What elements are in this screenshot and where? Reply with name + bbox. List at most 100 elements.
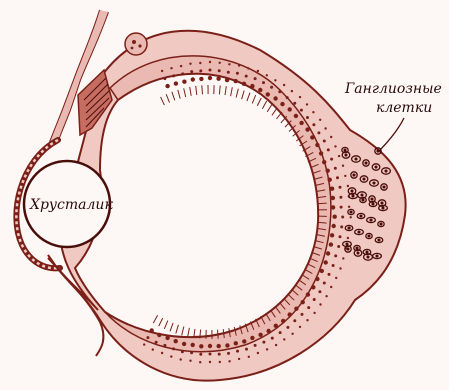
- nucleus-dot: [219, 361, 221, 363]
- nucleus-dot: [218, 353, 221, 356]
- nucleus-dot: [312, 111, 314, 113]
- nucleus-dot: [262, 341, 265, 344]
- nucleus-dot: [155, 341, 158, 344]
- nucleus-dot: [337, 245, 340, 248]
- nucleus-dot: [242, 339, 246, 343]
- nucleus-dot: [191, 343, 195, 347]
- nucleus-dot: [209, 361, 211, 363]
- nucleus-dot: [315, 277, 319, 281]
- nucleus-dot: [189, 63, 191, 65]
- nucleus-dot: [319, 119, 321, 121]
- nucleus-dot: [236, 350, 239, 353]
- ganglion-nucleus: [372, 203, 374, 205]
- nucleus-dot: [157, 333, 161, 337]
- nucleus-dot: [313, 312, 315, 314]
- nucleus-dot: [258, 88, 262, 92]
- nucleus-dot: [299, 326, 301, 328]
- nucleus-dot: [266, 348, 268, 350]
- nucleus-dot: [181, 72, 184, 75]
- nucleus-dot: [323, 140, 326, 143]
- nucleus-dot: [293, 319, 296, 322]
- nucleus-dot: [190, 351, 193, 354]
- nucleus-dot: [150, 328, 154, 332]
- ganglion-nucleus: [350, 211, 352, 213]
- ganglion-nucleus: [361, 194, 363, 196]
- nucleus-dot: [291, 333, 293, 335]
- nucleus-dot: [335, 277, 337, 279]
- leader-line: [378, 118, 404, 152]
- nucleus-dot: [250, 336, 254, 340]
- nucleus-dot: [199, 69, 202, 72]
- nucleus-dot: [242, 82, 246, 86]
- nucleus-dot: [180, 358, 182, 360]
- nucleus-dot: [227, 71, 230, 74]
- nucleus-dot: [280, 102, 284, 106]
- ganglion-nucleus: [345, 154, 347, 156]
- nucleus-dot: [266, 329, 270, 333]
- nucleus-dot: [172, 74, 175, 77]
- nucleus-dot: [161, 70, 163, 72]
- ganglion-nucleus: [375, 166, 377, 168]
- nucleus-dot: [330, 233, 334, 237]
- nucleus-dot: [344, 175, 346, 177]
- nucleus-dot: [340, 206, 343, 209]
- nucleus-dot: [350, 216, 352, 218]
- nucleus-dot: [306, 319, 308, 321]
- nucleus-dot: [174, 81, 178, 85]
- ganglion-nucleus: [362, 199, 364, 201]
- nucleus-dot: [326, 169, 330, 173]
- nucleus-dot: [347, 185, 349, 187]
- nucleus-dot: [170, 67, 172, 69]
- ganglion-nucleus: [370, 219, 372, 221]
- ganglion-nucleus: [383, 186, 385, 188]
- top-cell-dot: [132, 40, 136, 44]
- ganglion-nucleus: [371, 198, 373, 200]
- nucleus-dot: [170, 355, 172, 357]
- nucleus-dot: [248, 356, 250, 358]
- nucleus-dot: [347, 237, 349, 239]
- nucleus-dot: [209, 61, 211, 63]
- ganglion-nucleus: [365, 162, 367, 164]
- nucleus-dot: [313, 298, 316, 301]
- nucleus-dot: [163, 77, 166, 80]
- nucleus-dot: [334, 254, 337, 257]
- nucleus-dot: [199, 344, 203, 348]
- ganglion-nucleus: [381, 202, 383, 204]
- nucleus-dot: [278, 90, 281, 93]
- nucleus-dot: [342, 257, 344, 259]
- ganglion-nucleus: [347, 248, 349, 250]
- receptor-stripe: [318, 203, 327, 204]
- nucleus-dot: [333, 215, 337, 219]
- nucleus-dot: [328, 178, 332, 182]
- nucleus-dot: [322, 160, 326, 164]
- nucleus-dot: [270, 86, 273, 89]
- ganglion-nucleus: [344, 149, 346, 151]
- nucleus-dot: [199, 77, 203, 81]
- nucleus-dot: [245, 75, 248, 78]
- ganglion-nucleus: [385, 170, 387, 172]
- nucleus-dot: [334, 145, 336, 147]
- nucleus-dot: [225, 343, 229, 347]
- nucleus-dot: [152, 348, 154, 350]
- nucleus-dot: [318, 290, 321, 293]
- nucleus-dot: [254, 344, 257, 347]
- nucleus-dot: [330, 286, 332, 288]
- nucleus-dot: [293, 102, 296, 105]
- nucleus-dot: [163, 344, 166, 347]
- nucleus-dot: [310, 135, 314, 139]
- nucleus-dot: [228, 360, 230, 362]
- nucleus-dot: [331, 205, 335, 209]
- nucleus-dot: [181, 350, 184, 353]
- nucleus-dot: [306, 103, 308, 105]
- nucleus-dot: [283, 338, 285, 340]
- nucleus-dot: [330, 136, 332, 138]
- nucleus-dot: [216, 77, 220, 81]
- nucleus-dot: [262, 81, 265, 84]
- nucleus-dot: [199, 62, 201, 64]
- nucleus-dot: [165, 336, 169, 340]
- nucleus-dot: [306, 116, 309, 119]
- ganglion-nucleus: [358, 231, 360, 233]
- nucleus-dot: [330, 158, 333, 161]
